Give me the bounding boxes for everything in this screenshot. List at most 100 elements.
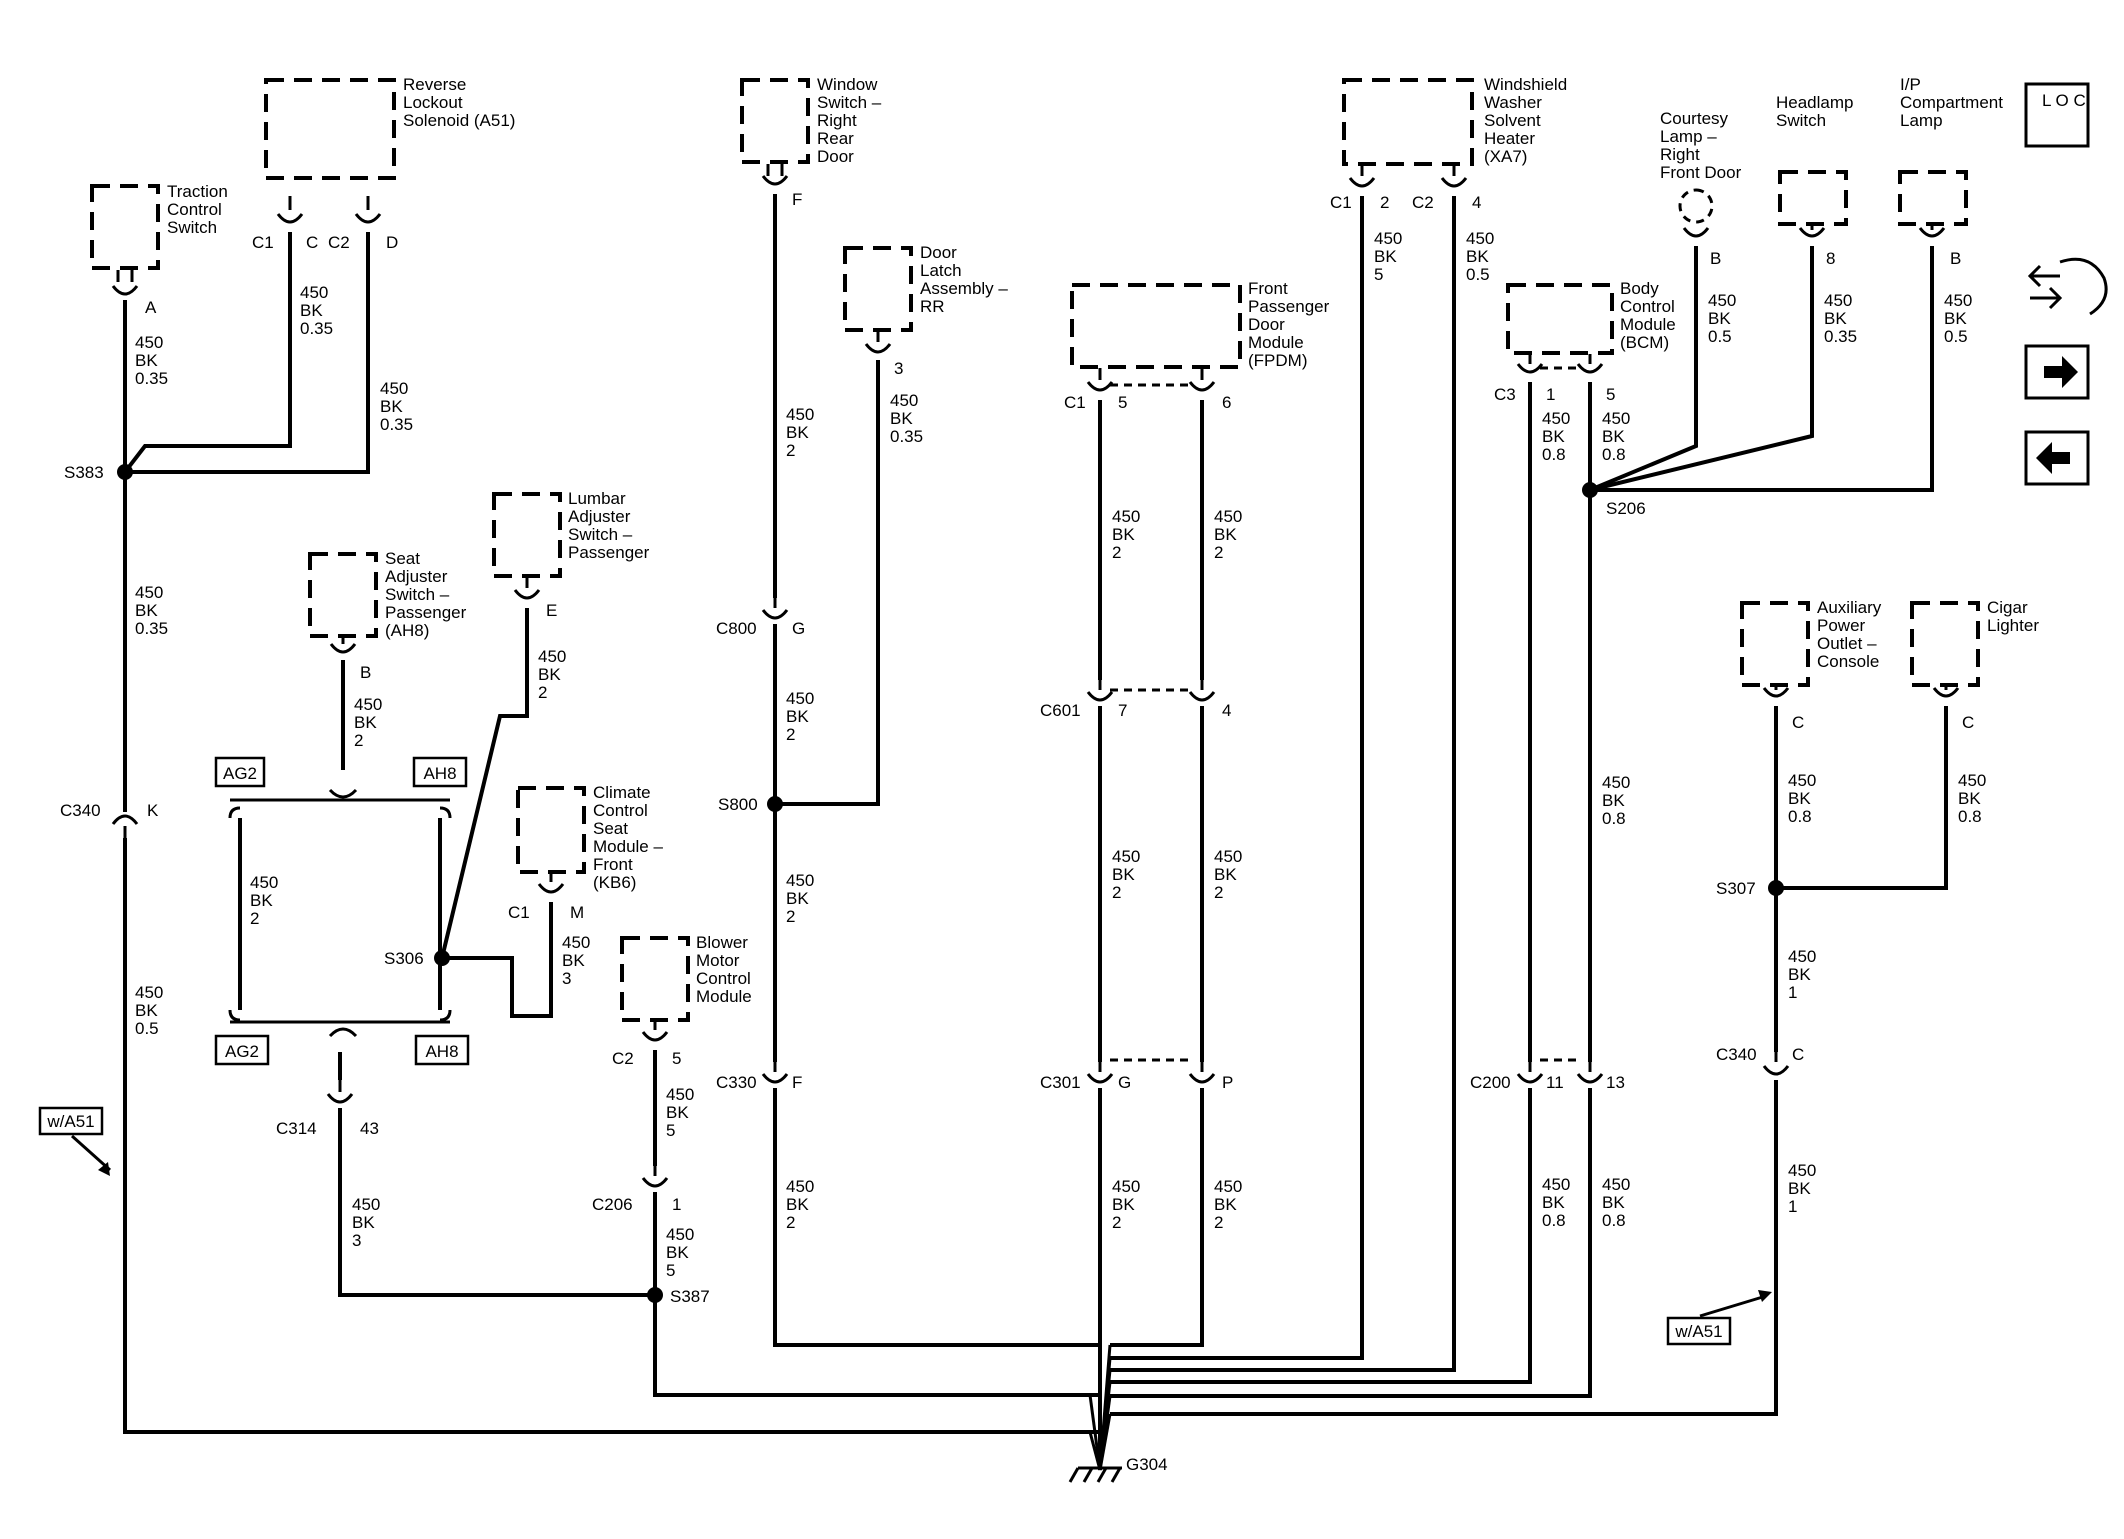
- option-box-ag2-top: AG2: [214, 756, 266, 788]
- svg-text:0.8: 0.8: [1602, 809, 1626, 828]
- svg-text:Body: Body: [1620, 279, 1659, 298]
- svg-text:450: 450: [1466, 229, 1494, 248]
- pin-labels: A C D F 3 5 6 2 4 B 8 B 1 5 E B M 5 C C …: [145, 190, 1974, 1214]
- svg-text:450: 450: [1542, 409, 1570, 428]
- next-arrow-icon[interactable]: [2024, 344, 2090, 400]
- svg-text:C1: C1: [508, 903, 530, 922]
- svg-text:C301: C301: [1040, 1073, 1081, 1092]
- svg-text:BK: BK: [1542, 1193, 1565, 1212]
- svg-text:BK: BK: [1788, 1179, 1811, 1198]
- splice-labels: S383 S800 S206 S307 S306 S387 G304 C340 …: [60, 193, 1757, 1474]
- svg-text:450: 450: [1542, 1175, 1570, 1194]
- svg-text:Lockout: Lockout: [403, 93, 463, 112]
- svg-text:3: 3: [894, 359, 903, 378]
- svg-text:450: 450: [1602, 1175, 1630, 1194]
- svg-text:A: A: [145, 298, 157, 317]
- ip-compartment-lamp-box: [1898, 170, 1968, 226]
- connector-pins: [111, 164, 1960, 1188]
- svg-text:Window: Window: [817, 75, 878, 94]
- svg-text:G: G: [1118, 1073, 1131, 1092]
- cigar-lighter-box: [1910, 601, 1980, 687]
- svg-text:Front: Front: [593, 855, 633, 874]
- svg-text:450: 450: [890, 391, 918, 410]
- svg-text:Seat: Seat: [385, 549, 420, 568]
- svg-text:BK: BK: [1542, 427, 1565, 446]
- ground-symbol: [1068, 1466, 1122, 1483]
- svg-text:AG2: AG2: [225, 1042, 259, 1061]
- svg-text:450: 450: [1788, 947, 1816, 966]
- svg-text:C206: C206: [592, 1195, 633, 1214]
- option-box-wa51-left: w/A51: [38, 1106, 112, 1176]
- svg-text:C3: C3: [1494, 385, 1516, 404]
- svg-text:Module: Module: [1620, 315, 1676, 334]
- svg-text:2: 2: [354, 731, 363, 750]
- svg-text:450: 450: [666, 1085, 694, 1104]
- svg-text:w/A51: w/A51: [46, 1112, 94, 1131]
- connector-view-icon[interactable]: [2027, 257, 2108, 316]
- svg-text:0.35: 0.35: [135, 369, 168, 388]
- svg-text:0.5: 0.5: [1944, 327, 1968, 346]
- svg-text:450: 450: [786, 1177, 814, 1196]
- previous-arrow-icon[interactable]: [2024, 430, 2090, 486]
- svg-text:S307: S307: [1716, 879, 1756, 898]
- wire-headlamp-switch: [1589, 246, 1814, 492]
- lumbar-switch-box: [492, 492, 562, 578]
- svg-text:1: 1: [672, 1195, 681, 1214]
- svg-text:F: F: [792, 190, 802, 209]
- splice-s383: [117, 464, 133, 480]
- headlamp-switch-box: [1778, 170, 1848, 226]
- wire-c340-c: [1110, 1080, 1778, 1416]
- svg-text:BK: BK: [890, 409, 913, 428]
- svg-text:Solvent: Solvent: [1484, 111, 1541, 130]
- svg-text:450: 450: [786, 871, 814, 890]
- svg-text:BK: BK: [135, 351, 158, 370]
- svg-text:1: 1: [1788, 1197, 1797, 1216]
- wire-lumbar: [440, 608, 529, 959]
- svg-text:450: 450: [666, 1225, 694, 1244]
- svg-text:450: 450: [1214, 1177, 1242, 1196]
- svg-text:BK: BK: [380, 397, 403, 416]
- svg-text:Switch –: Switch –: [568, 525, 633, 544]
- svg-text:(KB6): (KB6): [593, 873, 636, 892]
- wire-reverse-lockout-c2: [125, 232, 370, 474]
- wire-reverse-lockout-c1: [123, 232, 292, 474]
- svg-text:Console: Console: [1817, 652, 1879, 671]
- svg-text:S800: S800: [718, 795, 758, 814]
- svg-text:Door: Door: [817, 147, 854, 166]
- svg-text:BK: BK: [666, 1103, 689, 1122]
- svg-text:450: 450: [1214, 507, 1242, 526]
- wire-s387-g304: [653, 1295, 1100, 1397]
- svg-text:Switch –: Switch –: [817, 93, 882, 112]
- g304-fan: [1088, 1344, 1112, 1471]
- svg-text:2: 2: [1214, 1213, 1223, 1232]
- svg-text:S306: S306: [384, 949, 424, 968]
- svg-text:Washer: Washer: [1484, 93, 1542, 112]
- svg-text:450: 450: [1602, 773, 1630, 792]
- svg-text:450: 450: [135, 583, 163, 602]
- svg-text:Passenger: Passenger: [385, 603, 467, 622]
- svg-text:2: 2: [1112, 1213, 1121, 1232]
- loc-icon[interactable]: L O C: [2024, 82, 2090, 148]
- svg-text:C314: C314: [276, 1119, 317, 1138]
- svg-text:0.8: 0.8: [1958, 807, 1982, 826]
- svg-text:C2: C2: [328, 233, 350, 252]
- svg-text:C601: C601: [1040, 701, 1081, 720]
- svg-text:3: 3: [562, 969, 571, 988]
- svg-text:C: C: [306, 233, 318, 252]
- climate-seat-module-box: [516, 786, 586, 874]
- svg-text:5: 5: [666, 1261, 675, 1280]
- svg-text:BK: BK: [1958, 789, 1981, 808]
- svg-text:450: 450: [135, 983, 163, 1002]
- svg-text:BK: BK: [1374, 247, 1397, 266]
- svg-text:I/P: I/P: [1900, 75, 1921, 94]
- svg-text:BK: BK: [1602, 791, 1625, 810]
- svg-text:0.5: 0.5: [135, 1019, 159, 1038]
- svg-text:BK: BK: [786, 889, 809, 908]
- svg-text:E: E: [546, 601, 557, 620]
- svg-text:C200: C200: [1470, 1073, 1511, 1092]
- svg-text:Courtesy: Courtesy: [1660, 109, 1729, 128]
- svg-text:2: 2: [1112, 543, 1121, 562]
- svg-text:BK: BK: [135, 1001, 158, 1020]
